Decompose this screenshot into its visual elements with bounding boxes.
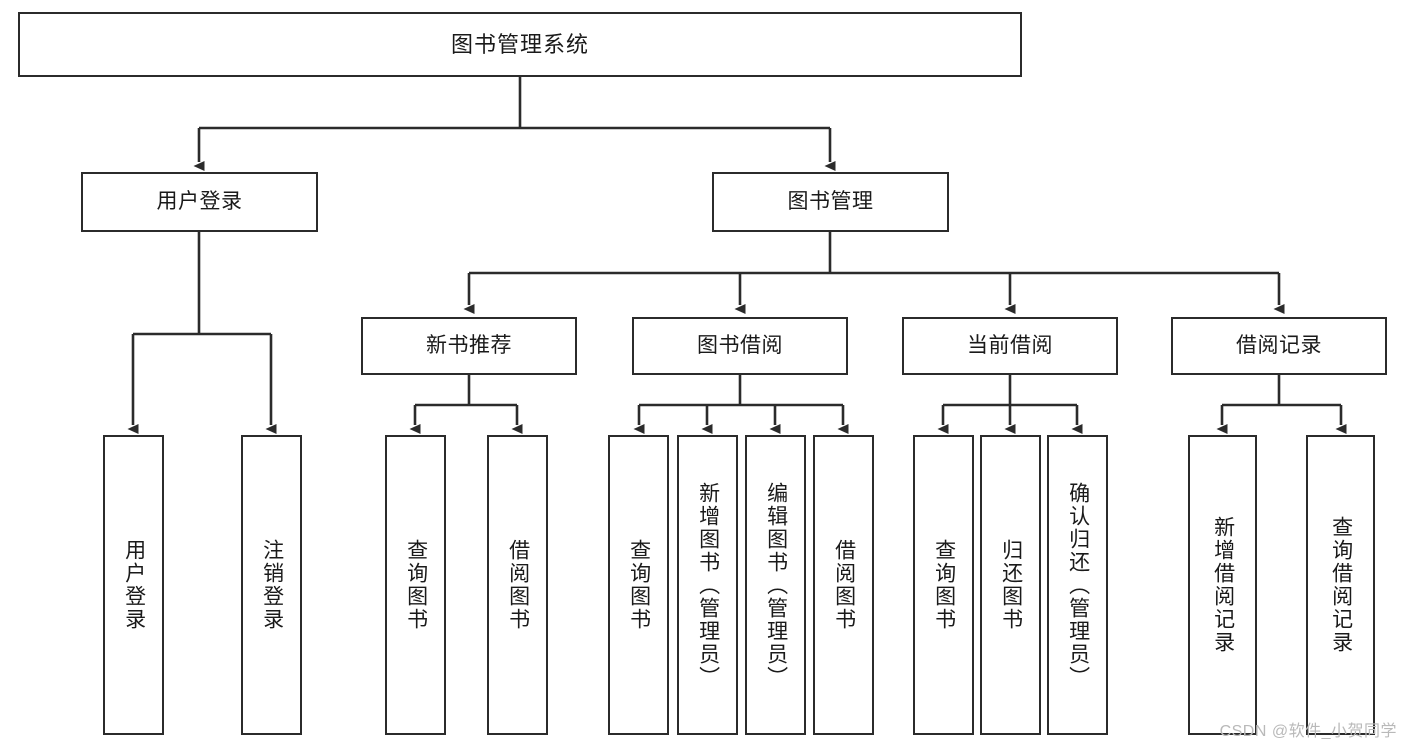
node-label: 查询借阅记录 xyxy=(1329,516,1353,654)
node-label: 用户登录 xyxy=(122,539,146,631)
leaf-book-borrow-query[interactable]: 查询图书 xyxy=(608,435,669,735)
node-label: 借阅记录 xyxy=(1236,333,1322,357)
node-label: 图书管理系统 xyxy=(450,31,589,57)
node-label: 新增图书（管理员） xyxy=(696,481,720,689)
node-label: 注销登录 xyxy=(260,539,284,631)
leaf-current-borrow-query[interactable]: 查询图书 xyxy=(913,435,974,735)
node-label: 借阅图书 xyxy=(506,539,530,631)
leaf-current-borrow-confirm-return[interactable]: 确认归还（管理员） xyxy=(1047,435,1108,735)
leaf-user-login-logout[interactable]: 注销登录 xyxy=(241,435,302,735)
leaf-record-add[interactable]: 新增借阅记录 xyxy=(1188,435,1257,735)
leaf-new-book-borrow[interactable]: 借阅图书 xyxy=(487,435,548,735)
node-root-book-management-system[interactable]: 图书管理系统 xyxy=(18,12,1022,77)
node-label: 归还图书 xyxy=(999,539,1023,631)
csdn-watermark: CSDN @软件_小贺同学 xyxy=(1219,723,1397,740)
node-label: 用户登录 xyxy=(156,189,243,213)
node-new-book-recommendation[interactable]: 新书推荐 xyxy=(361,317,577,375)
node-borrowing-records[interactable]: 借阅记录 xyxy=(1171,317,1387,375)
node-label: 查询图书 xyxy=(627,539,651,631)
node-label: 编辑图书（管理员） xyxy=(764,481,788,689)
node-label: 图书管理 xyxy=(787,189,874,213)
node-label: 新书推荐 xyxy=(426,333,512,357)
leaf-book-borrow-edit[interactable]: 编辑图书（管理员） xyxy=(745,435,806,735)
leaf-new-book-query[interactable]: 查询图书 xyxy=(385,435,446,735)
node-label: 确认归还（管理员） xyxy=(1066,481,1090,689)
node-label: 借阅图书 xyxy=(832,539,856,631)
node-current-borrowing[interactable]: 当前借阅 xyxy=(902,317,1118,375)
node-label: 查询图书 xyxy=(932,539,956,631)
node-label: 新增借阅记录 xyxy=(1211,516,1235,654)
node-label: 查询图书 xyxy=(404,539,428,631)
node-label: 图书借阅 xyxy=(697,333,783,357)
node-label: 当前借阅 xyxy=(967,333,1053,357)
node-user-login[interactable]: 用户登录 xyxy=(81,172,318,232)
leaf-user-login-login[interactable]: 用户登录 xyxy=(103,435,164,735)
leaf-record-query[interactable]: 查询借阅记录 xyxy=(1306,435,1375,735)
leaf-book-borrow-borrow[interactable]: 借阅图书 xyxy=(813,435,874,735)
node-book-management[interactable]: 图书管理 xyxy=(712,172,949,232)
node-book-borrowing[interactable]: 图书借阅 xyxy=(632,317,848,375)
leaf-current-borrow-return[interactable]: 归还图书 xyxy=(980,435,1041,735)
leaf-book-borrow-add[interactable]: 新增图书（管理员） xyxy=(677,435,738,735)
